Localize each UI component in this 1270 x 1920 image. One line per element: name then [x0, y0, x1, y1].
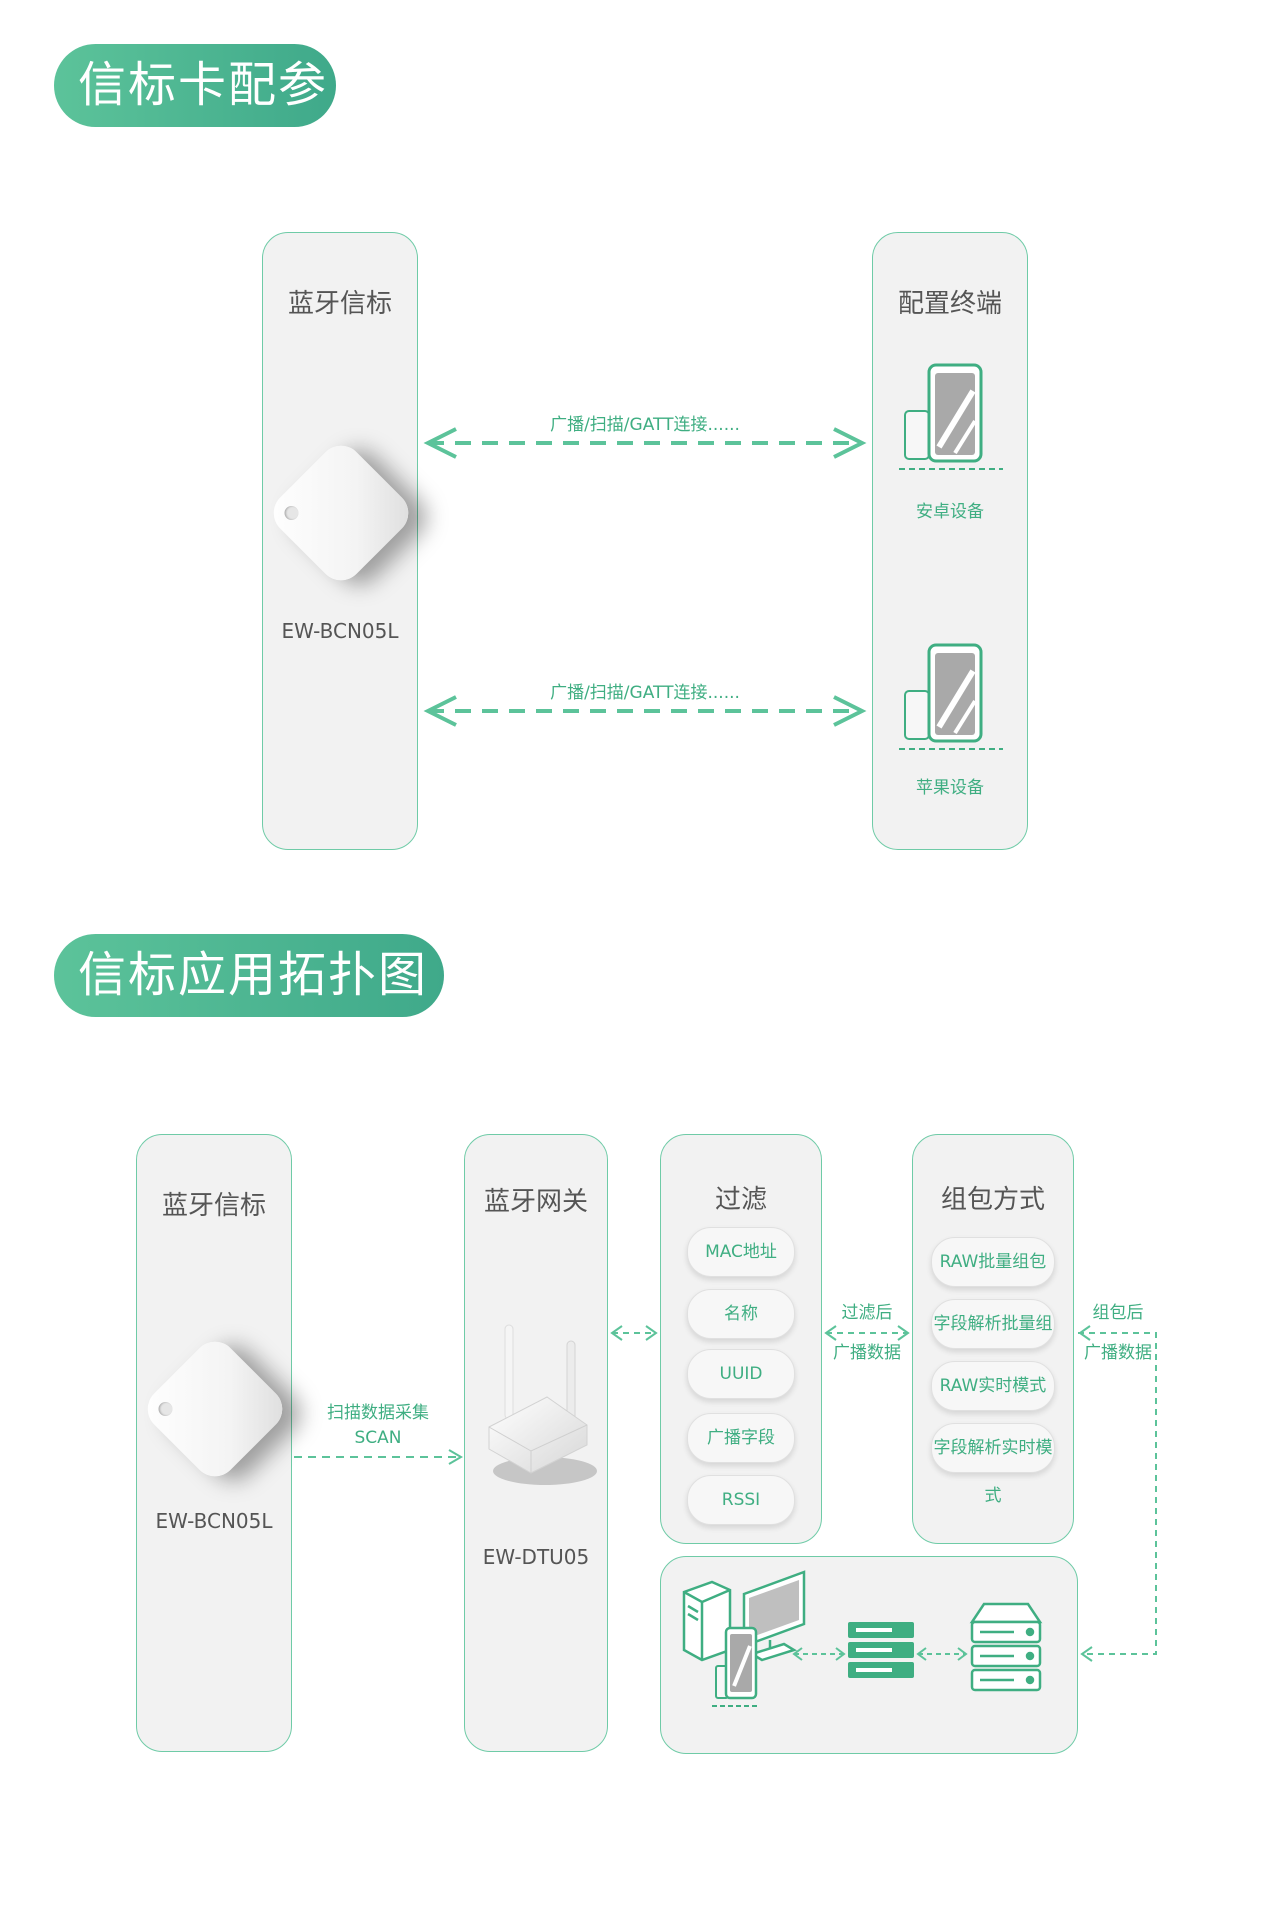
ios-phone-icon: [899, 643, 1003, 750]
filter-item-rssi: RSSI: [687, 1475, 795, 1525]
section1-title: 信标卡配参: [54, 44, 336, 127]
filter-packing-arrow: [824, 1325, 910, 1341]
arrow1-label: 广播/扫描/GATT连接......: [550, 415, 740, 435]
scan-arrow: [294, 1449, 463, 1465]
beacon-panel-config: 蓝牙信标 EW-BCN05L: [262, 232, 418, 850]
scan-label-line2: SCAN: [354, 1428, 402, 1448]
filter-panel-title: 过滤: [714, 1185, 767, 1215]
config-terminal-title: 配置终端: [897, 289, 1002, 319]
packed-label-line2: 广播数据: [1084, 1343, 1152, 1363]
gateway-filter-arrow: [610, 1325, 658, 1341]
bidirectional-arrow-1: [423, 427, 867, 459]
packing-server-arrow: [1078, 1325, 1157, 1662]
filter-item-name: 名称: [687, 1289, 795, 1339]
packed-label-line1: 组包后: [1092, 1303, 1144, 1323]
server-storage-arrow: [916, 1647, 968, 1661]
packing-item-field-batch: 字段解析批量组包: [931, 1299, 1055, 1382]
filter-item-uuid: UUID: [687, 1349, 795, 1399]
storage-server-icon: [969, 1602, 1043, 1692]
gateway-model-label: EW-DTU05: [482, 1545, 590, 1569]
gateway-panel: 蓝牙网关 EW-DTU05: [464, 1134, 608, 1752]
gateway-panel-title: 蓝牙网关: [483, 1187, 588, 1217]
filtered-label-line2: 广播数据: [833, 1343, 901, 1363]
packing-panel-title: 组包方式: [940, 1185, 1045, 1215]
android-device-label: 安卓设备: [916, 502, 984, 522]
beacon-panel-config-title: 蓝牙信标: [287, 289, 392, 319]
filter-item-broadcast-field: 广播字段: [687, 1413, 795, 1463]
beacon-model-label: EW-BCN05L: [281, 619, 399, 643]
gateway-router-icon: [488, 1324, 597, 1485]
filter-item-mac: MAC地址: [687, 1227, 795, 1277]
beacon-panel-topology: 蓝牙信标 EW-BCN05L: [136, 1134, 292, 1752]
arrow2-label: 广播/扫描/GATT连接......: [550, 683, 740, 703]
server-stack-icon: [848, 1622, 914, 1678]
packing-item-field-realtime: 字段解析实时模式: [931, 1423, 1055, 1506]
bidirectional-arrow-2: [423, 695, 867, 727]
android-phone-icon: [899, 363, 1003, 470]
section2-title: 信标应用拓扑图: [54, 934, 444, 1017]
filter-panel: 过滤 MAC地址 名称 UUID 广播字段 RSSI: [660, 1134, 822, 1544]
pc-server-arrow: [792, 1647, 846, 1661]
beacon-model-label-2: EW-BCN05L: [155, 1509, 273, 1533]
ios-device-label: 苹果设备: [916, 778, 984, 798]
packing-item-raw-realtime: RAW实时模式: [931, 1361, 1055, 1411]
beacon-panel-topology-title: 蓝牙信标: [161, 1191, 266, 1221]
config-terminal-panel: 配置终端 安卓设备 苹果设备: [872, 232, 1028, 850]
packing-item-raw-batch: RAW批量组包: [931, 1237, 1055, 1287]
scan-label-line1: 扫描数据采集: [327, 1403, 429, 1423]
mobile-phone-icon: [712, 1626, 760, 1707]
filtered-label-line1: 过滤后: [841, 1303, 893, 1323]
packing-panel: 组包方式 RAW批量组包 字段解析批量组包 RAW实时模式 字段解析实时模式: [912, 1134, 1074, 1544]
